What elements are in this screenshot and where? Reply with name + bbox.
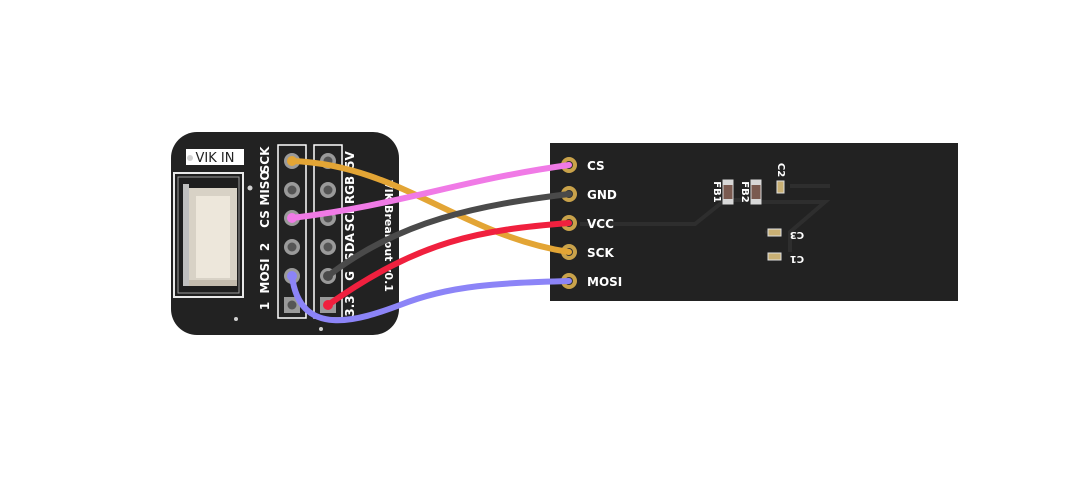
module-label-vcc: VCC: [587, 217, 614, 231]
pin-label-3v3: 3.3: [343, 295, 357, 316]
wire-end-sck: [287, 156, 297, 166]
wire-vcc[interactable]: [325, 220, 572, 308]
capacitor-c3: [767, 228, 782, 237]
label-fb1: FB1: [711, 181, 722, 202]
module-label-gnd: GND: [587, 188, 617, 202]
vik-breakout-board: VIK IN 1 MOSI 2 CS MISO SCK: [171, 132, 399, 335]
pin-miso[interactable]: [284, 182, 300, 198]
wires: [289, 158, 572, 324]
module-label-mosi: MOSI: [587, 275, 622, 289]
pin-label-sda: SDA: [343, 232, 357, 261]
pin-2[interactable]: [284, 239, 300, 255]
wire-end-vcc: [323, 300, 333, 310]
pin-label-2: 2: [258, 243, 272, 251]
pin-label-cs: CS: [258, 210, 272, 228]
label-c2: C2: [775, 163, 786, 177]
wire-end-mosi: [287, 271, 297, 281]
fpc-connector: [173, 172, 244, 298]
wire-end-cs: [287, 213, 297, 223]
pin-label-rgb: RGB: [343, 176, 357, 204]
module-label-cs: CS: [587, 159, 605, 173]
ferrite-bead-fb2: [750, 179, 762, 205]
capacitor-c2: [776, 180, 785, 194]
pin-label-g: G: [343, 271, 357, 281]
pin-sda[interactable]: [320, 239, 336, 255]
wire-gnd[interactable]: [325, 191, 572, 279]
pin-label-1: 1: [258, 302, 272, 310]
pin-rgb[interactable]: [320, 182, 336, 198]
wire-end-gnd: [323, 271, 333, 281]
wire-mosi[interactable]: [289, 273, 572, 324]
label-fb2: FB2: [739, 181, 750, 202]
label-c3: C3: [790, 229, 804, 240]
vik-in-label: VIK IN: [196, 151, 235, 166]
wire-ends: [287, 156, 333, 310]
pin-label-sck: SCK: [258, 146, 272, 173]
pin-label-miso: MISO: [258, 170, 272, 205]
ferrite-bead-fb1: [722, 179, 734, 205]
pin-label-5v: 5V: [343, 150, 357, 168]
pin-label-mosi: MOSI: [258, 258, 272, 293]
sensor-module: CS GND VCC SCK MOSI FB1 FB2 C2 C3 C1: [550, 143, 958, 301]
wire-sck[interactable]: [289, 158, 572, 255]
capacitor-c1: [767, 252, 782, 261]
wire-cs[interactable]: [289, 162, 572, 221]
label-c1: C1: [790, 253, 804, 264]
pin-1[interactable]: [284, 297, 300, 313]
module-label-sck: SCK: [587, 246, 614, 260]
